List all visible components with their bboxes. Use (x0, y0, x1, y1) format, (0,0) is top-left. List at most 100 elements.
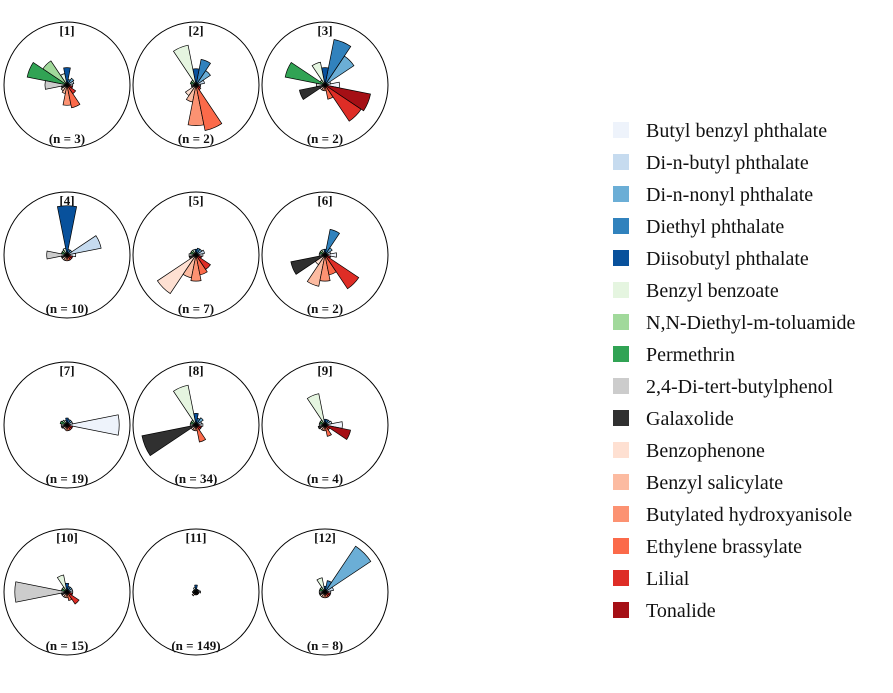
legend-swatch (613, 282, 629, 298)
rose-wedge (324, 424, 352, 440)
legend-swatch (613, 602, 629, 618)
rose-panel: [12] (n = 8) (261, 528, 389, 656)
rose-panel: [11](n = 149) (132, 528, 260, 656)
rose-panel: [10](n = 15) (3, 528, 131, 656)
legend-label: 2,4-Di-tert-butylphenol (646, 376, 834, 398)
rose-wedge (190, 254, 202, 282)
legend-label: Benzyl salicylate (646, 472, 783, 494)
rose-wedge (324, 580, 332, 593)
legend-swatch (613, 186, 629, 202)
legend-label: Di-n-butyl phthalate (646, 152, 809, 174)
rose-wedge (311, 61, 326, 86)
rose-panel: [2] (n = 2) (132, 21, 260, 149)
legend-item: Di-n-butyl phthalate (613, 152, 809, 174)
rose-wedge (324, 39, 352, 86)
legend-item: Benzyl salicylate (613, 472, 783, 494)
legend-label: Benzophenone (646, 440, 765, 462)
rose-wedge (141, 424, 197, 457)
legend-label: Tonalide (646, 600, 716, 622)
rose-wedge (290, 254, 326, 275)
rose-wedge (66, 235, 102, 256)
rose-wedge (306, 393, 326, 426)
rose-wedge (59, 420, 68, 426)
rose-wedge (195, 424, 207, 443)
legend-item: Tonalide (613, 600, 716, 622)
rose-wedge (156, 254, 197, 295)
rose-wedge (195, 424, 203, 429)
rose-wedge (66, 84, 77, 95)
rose-wedge (195, 254, 211, 270)
legend-swatch (613, 410, 629, 426)
legend-swatch (613, 570, 629, 586)
legend-item: 2,4-Di-tert-butylphenol (613, 376, 834, 398)
legend-swatch (613, 250, 629, 266)
rose-panel: [1](n = 3) (3, 21, 131, 149)
rose-wedge (324, 252, 337, 258)
panel-number-label: [4] (59, 193, 74, 208)
legend-swatch (613, 314, 629, 330)
panel-sample-size-label: (n = 2) (307, 131, 343, 146)
rose-wedge (63, 67, 71, 86)
rose-wedge (324, 254, 360, 290)
panel-sample-size-label: (n = 8) (307, 638, 343, 653)
legend-swatch (613, 506, 629, 522)
rose-wedge (66, 414, 120, 436)
rose-wedge (195, 84, 201, 89)
rose-wedge (44, 80, 68, 90)
rose-wedge (66, 591, 74, 596)
rose-wedge (26, 61, 68, 86)
legend-item: Lilial (613, 568, 690, 590)
rose-panel: [9](n = 4) (261, 361, 389, 489)
rose-wedge (172, 44, 197, 86)
legend-item: Benzyl benzoate (613, 280, 779, 302)
rose-wedge (66, 591, 80, 605)
legend-label: Galaxolide (646, 408, 734, 430)
rose-panel: [7] (n = 19) (3, 361, 131, 489)
panel-number-label: [2] (188, 23, 203, 38)
panel-sample-size-label: (n = 19) (46, 471, 89, 486)
legend-label: Permethrin (646, 344, 735, 366)
legend-swatch (613, 154, 629, 170)
rose-wedge (195, 417, 204, 426)
legend-item: Butyl benzyl phthalate (613, 120, 827, 142)
panel-grid: [1](n = 3)[2](n = 2)[3](n = 2)[4](n = 10… (3, 21, 389, 656)
panel-sample-size-label: (n = 10) (46, 301, 89, 316)
legend-swatch (613, 218, 629, 234)
legend-item: Benzophenone (613, 440, 765, 462)
rose-wedge (195, 247, 201, 256)
panel-number-label: [7] (59, 363, 74, 378)
rose-wedge (195, 254, 203, 259)
legend-swatch (613, 474, 629, 490)
legend-label: Butylated hydroxyanisole (646, 504, 852, 526)
rose-wedge (324, 545, 372, 593)
rose-wedge (195, 254, 208, 276)
rose-wedge (319, 254, 331, 282)
legend-label: Butyl benzyl phthalate (646, 120, 827, 142)
rose-wedge (56, 205, 78, 256)
rose-wedge (306, 254, 326, 287)
legend-label: N,N-Diethyl-m-toluamide (646, 312, 856, 334)
legend-label: Diethyl phthalate (646, 216, 784, 238)
legend-item: Di-n-nonyl phthalate (613, 184, 813, 206)
legend-item: Permethrin (613, 344, 735, 366)
panel-sample-size-label: (n = 3) (49, 131, 85, 146)
legend-swatch (613, 442, 629, 458)
rose-wedge (195, 84, 223, 131)
rose-wedge (14, 581, 68, 603)
panel-number-label: [10] (56, 530, 78, 545)
legend-item: Diisobutyl phthalate (613, 248, 809, 270)
panel-sample-size-label: (n = 2) (178, 131, 214, 146)
rose-wedge (65, 417, 69, 426)
legend-label: Lilial (646, 568, 690, 590)
rose-wedge (324, 228, 340, 256)
panel-number-label: [11] (186, 530, 207, 545)
legend-label: Ethylene brassylate (646, 536, 802, 558)
rose-wedge (66, 77, 75, 86)
legend-label: Benzyl benzoate (646, 280, 779, 302)
panel-number-label: [5] (188, 193, 203, 208)
rose-panel: [4] (n = 10) (3, 191, 131, 319)
rose-wedge (194, 584, 198, 593)
panel-sample-size-label: (n = 34) (175, 471, 218, 486)
panel-number-label: [12] (314, 530, 336, 545)
